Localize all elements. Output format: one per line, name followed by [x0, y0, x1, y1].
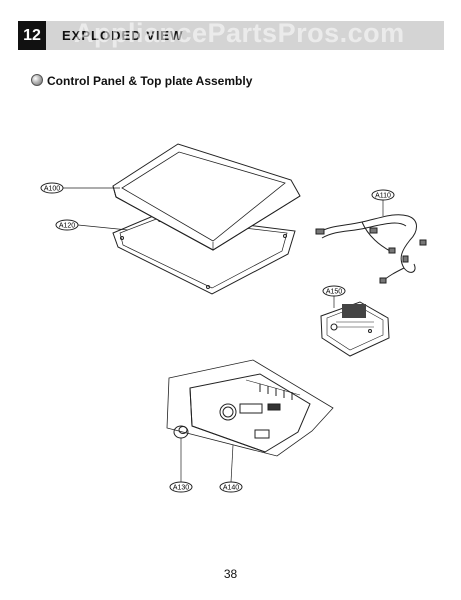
- section-number-badge: 12: [18, 21, 46, 50]
- callout-a150: A150: [326, 289, 342, 296]
- top-plate-part: [112, 143, 301, 251]
- section-heading: EXPLODED VIEW: [62, 28, 184, 43]
- subsection-title: Control Panel & Top plate Assembly: [31, 74, 252, 88]
- control-panel-assembly-part: [166, 359, 334, 457]
- bullet-icon: [31, 74, 43, 86]
- callout-a140: A140: [223, 485, 239, 492]
- watermark-text: AppliancePartsPros.com: [74, 18, 405, 48]
- wire-harness-part: [315, 214, 427, 284]
- subsection-title-text: Control Panel & Top plate Assembly: [47, 74, 253, 88]
- knob-part: [173, 425, 189, 439]
- section-header: 12 EXPLODED VIEW AppliancePartsPros.com: [18, 18, 444, 50]
- page-number: 38: [223, 567, 238, 581]
- callout-a120: A120: [59, 223, 75, 230]
- callout-a100: A100: [44, 186, 60, 193]
- pcb-assembly-part: [320, 301, 390, 357]
- callout-a110: A110: [375, 193, 391, 200]
- callout-a130: A130: [173, 485, 189, 492]
